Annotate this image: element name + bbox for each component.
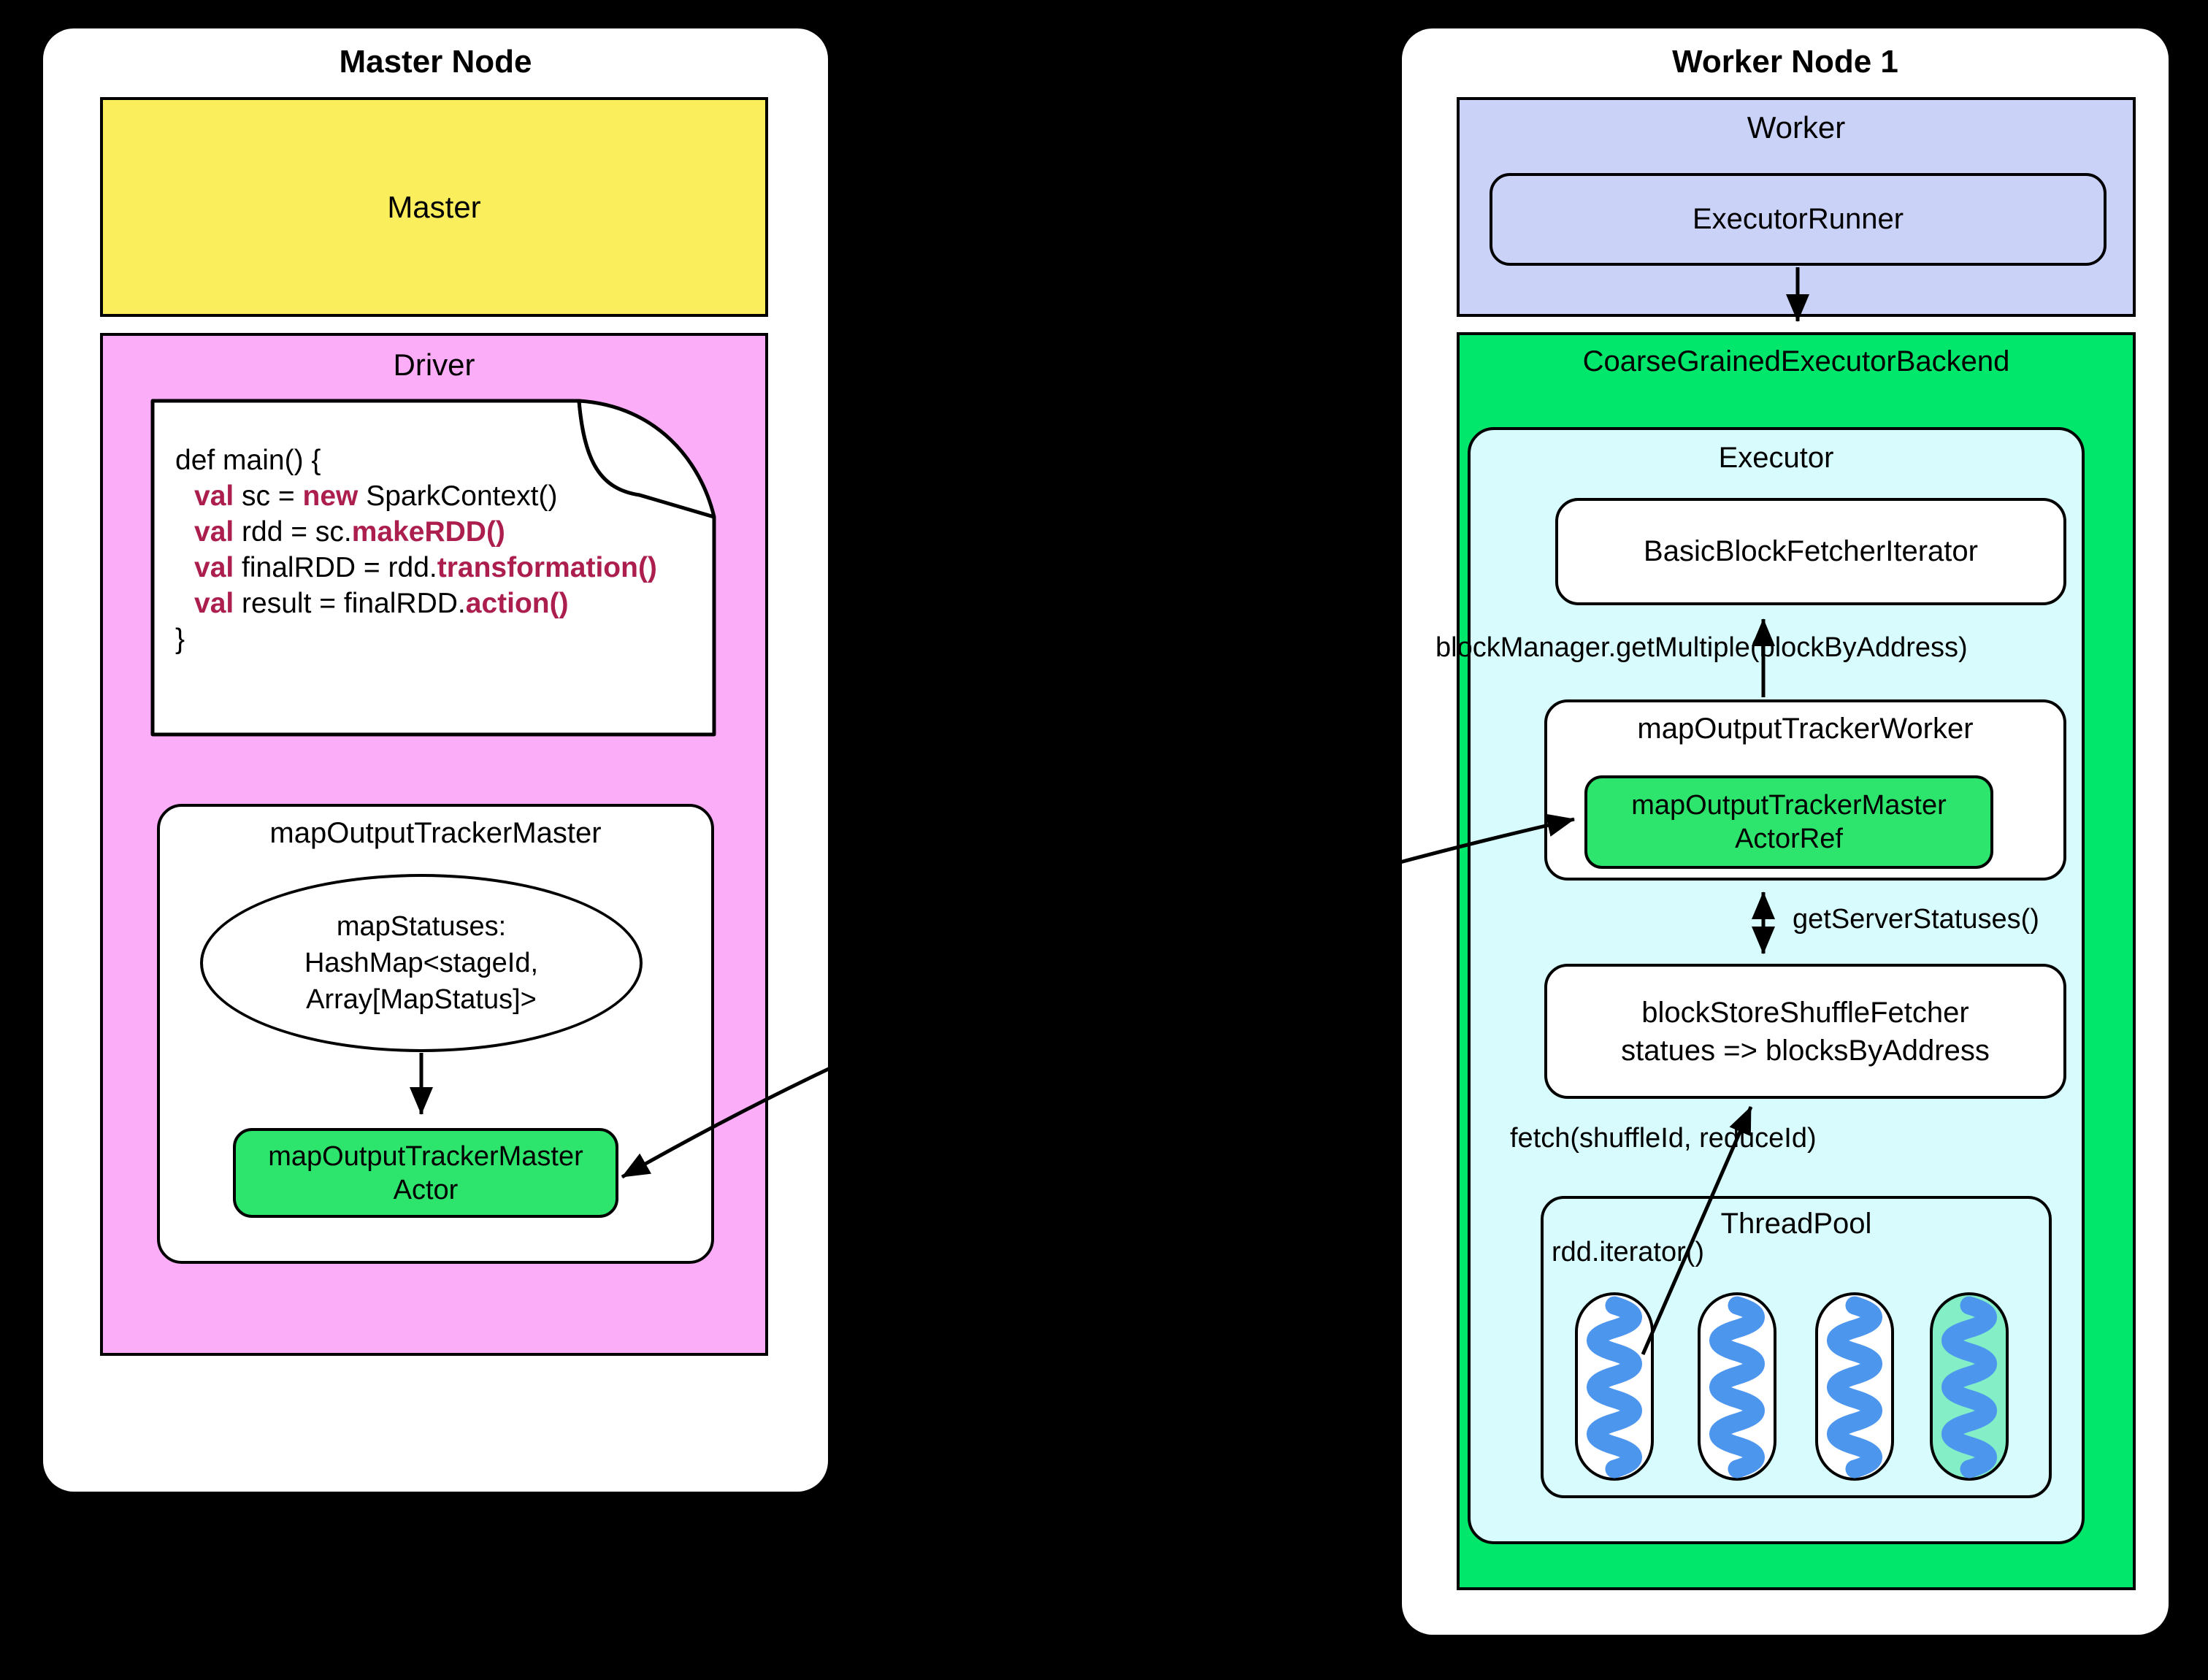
thread-pool-title: ThreadPool xyxy=(1720,1208,1872,1240)
worker-title: Worker xyxy=(1747,110,1846,145)
map-statuses-ellipse: mapStatuses: HashMap<stageId, Array[MapS… xyxy=(200,874,643,1052)
fetch-label: fetch(shuffleId, reduceId) xyxy=(1510,1123,1817,1154)
executor-runner-box: ExecutorRunner xyxy=(1490,173,2107,266)
driver-title: Driver xyxy=(393,348,475,382)
worker-node-title: Worker Node 1 xyxy=(1672,44,1898,80)
map-output-tracker-worker-title: mapOutputTrackerWorker xyxy=(1637,713,1974,745)
thread-capsule-4-busy xyxy=(1930,1292,2009,1481)
master-label: Master xyxy=(387,189,481,224)
map-output-tracker-master-actor-box: mapOutputTrackerMaster Actor xyxy=(233,1128,618,1218)
actor-line: Actor xyxy=(393,1174,459,1205)
thread-capsule-1 xyxy=(1575,1292,1654,1481)
thread-capsule-2 xyxy=(1698,1292,1776,1481)
coarse-grained-executor-backend-title: CoarseGrainedExecutorBackend xyxy=(1582,345,2010,377)
master-node-title: Master Node xyxy=(339,44,532,80)
driver-code: def main() { val sc = new SparkContext()… xyxy=(175,442,657,657)
shuffle-fetcher-line: blockStoreShuffleFetcher xyxy=(1641,996,1969,1029)
actor-line: mapOutputTrackerMaster xyxy=(268,1140,583,1172)
code-line: } xyxy=(175,624,185,655)
actor-ref-line: mapOutputTrackerMaster xyxy=(1631,790,1947,821)
code-line: val result = finalRDD.action() xyxy=(194,588,569,619)
thread-capsule-3 xyxy=(1815,1292,1894,1481)
map-statuses-line: HashMap<stageId, xyxy=(304,948,539,978)
executor-title: Executor xyxy=(1718,442,1834,474)
code-line: val rdd = sc.makeRDD() xyxy=(194,516,505,548)
code-note-shape xyxy=(150,399,716,737)
block-store-shuffle-fetcher-box: blockStoreShuffleFetcher statues => bloc… xyxy=(1544,964,2066,1099)
master-box: Master xyxy=(100,97,768,317)
get-server-statuses-label: getServerStatuses() xyxy=(1793,904,2039,935)
code-line: val finalRDD = rdd.transformation() xyxy=(194,552,657,583)
shuffle-fetcher-line: statues => blocksByAddress xyxy=(1621,1034,1990,1067)
basic-block-fetcher-iterator-label: BasicBlockFetcherIterator xyxy=(1644,535,1978,567)
executor-runner-label: ExecutorRunner xyxy=(1692,203,1904,235)
rdd-iterator-label: rdd.iterator() xyxy=(1552,1237,1705,1267)
map-output-tracker-master-actor-ref-box: mapOutputTrackerMaster ActorRef xyxy=(1584,775,1993,869)
code-line: val sc = new SparkContext() xyxy=(194,480,558,512)
map-statuses-line: mapStatuses: xyxy=(336,911,507,942)
actor-ref-line: ActorRef xyxy=(1735,824,1843,854)
block-manager-get-multiple-label: blockManager.getMultiple(blockByAddress) xyxy=(1435,632,1968,663)
map-output-tracker-master-title: mapOutputTrackerMaster xyxy=(269,817,602,849)
basic-block-fetcher-iterator-box: BasicBlockFetcherIterator xyxy=(1555,498,2066,605)
code-line: def main() { xyxy=(175,445,321,476)
map-statuses-line: Array[MapStatus]> xyxy=(306,984,537,1015)
